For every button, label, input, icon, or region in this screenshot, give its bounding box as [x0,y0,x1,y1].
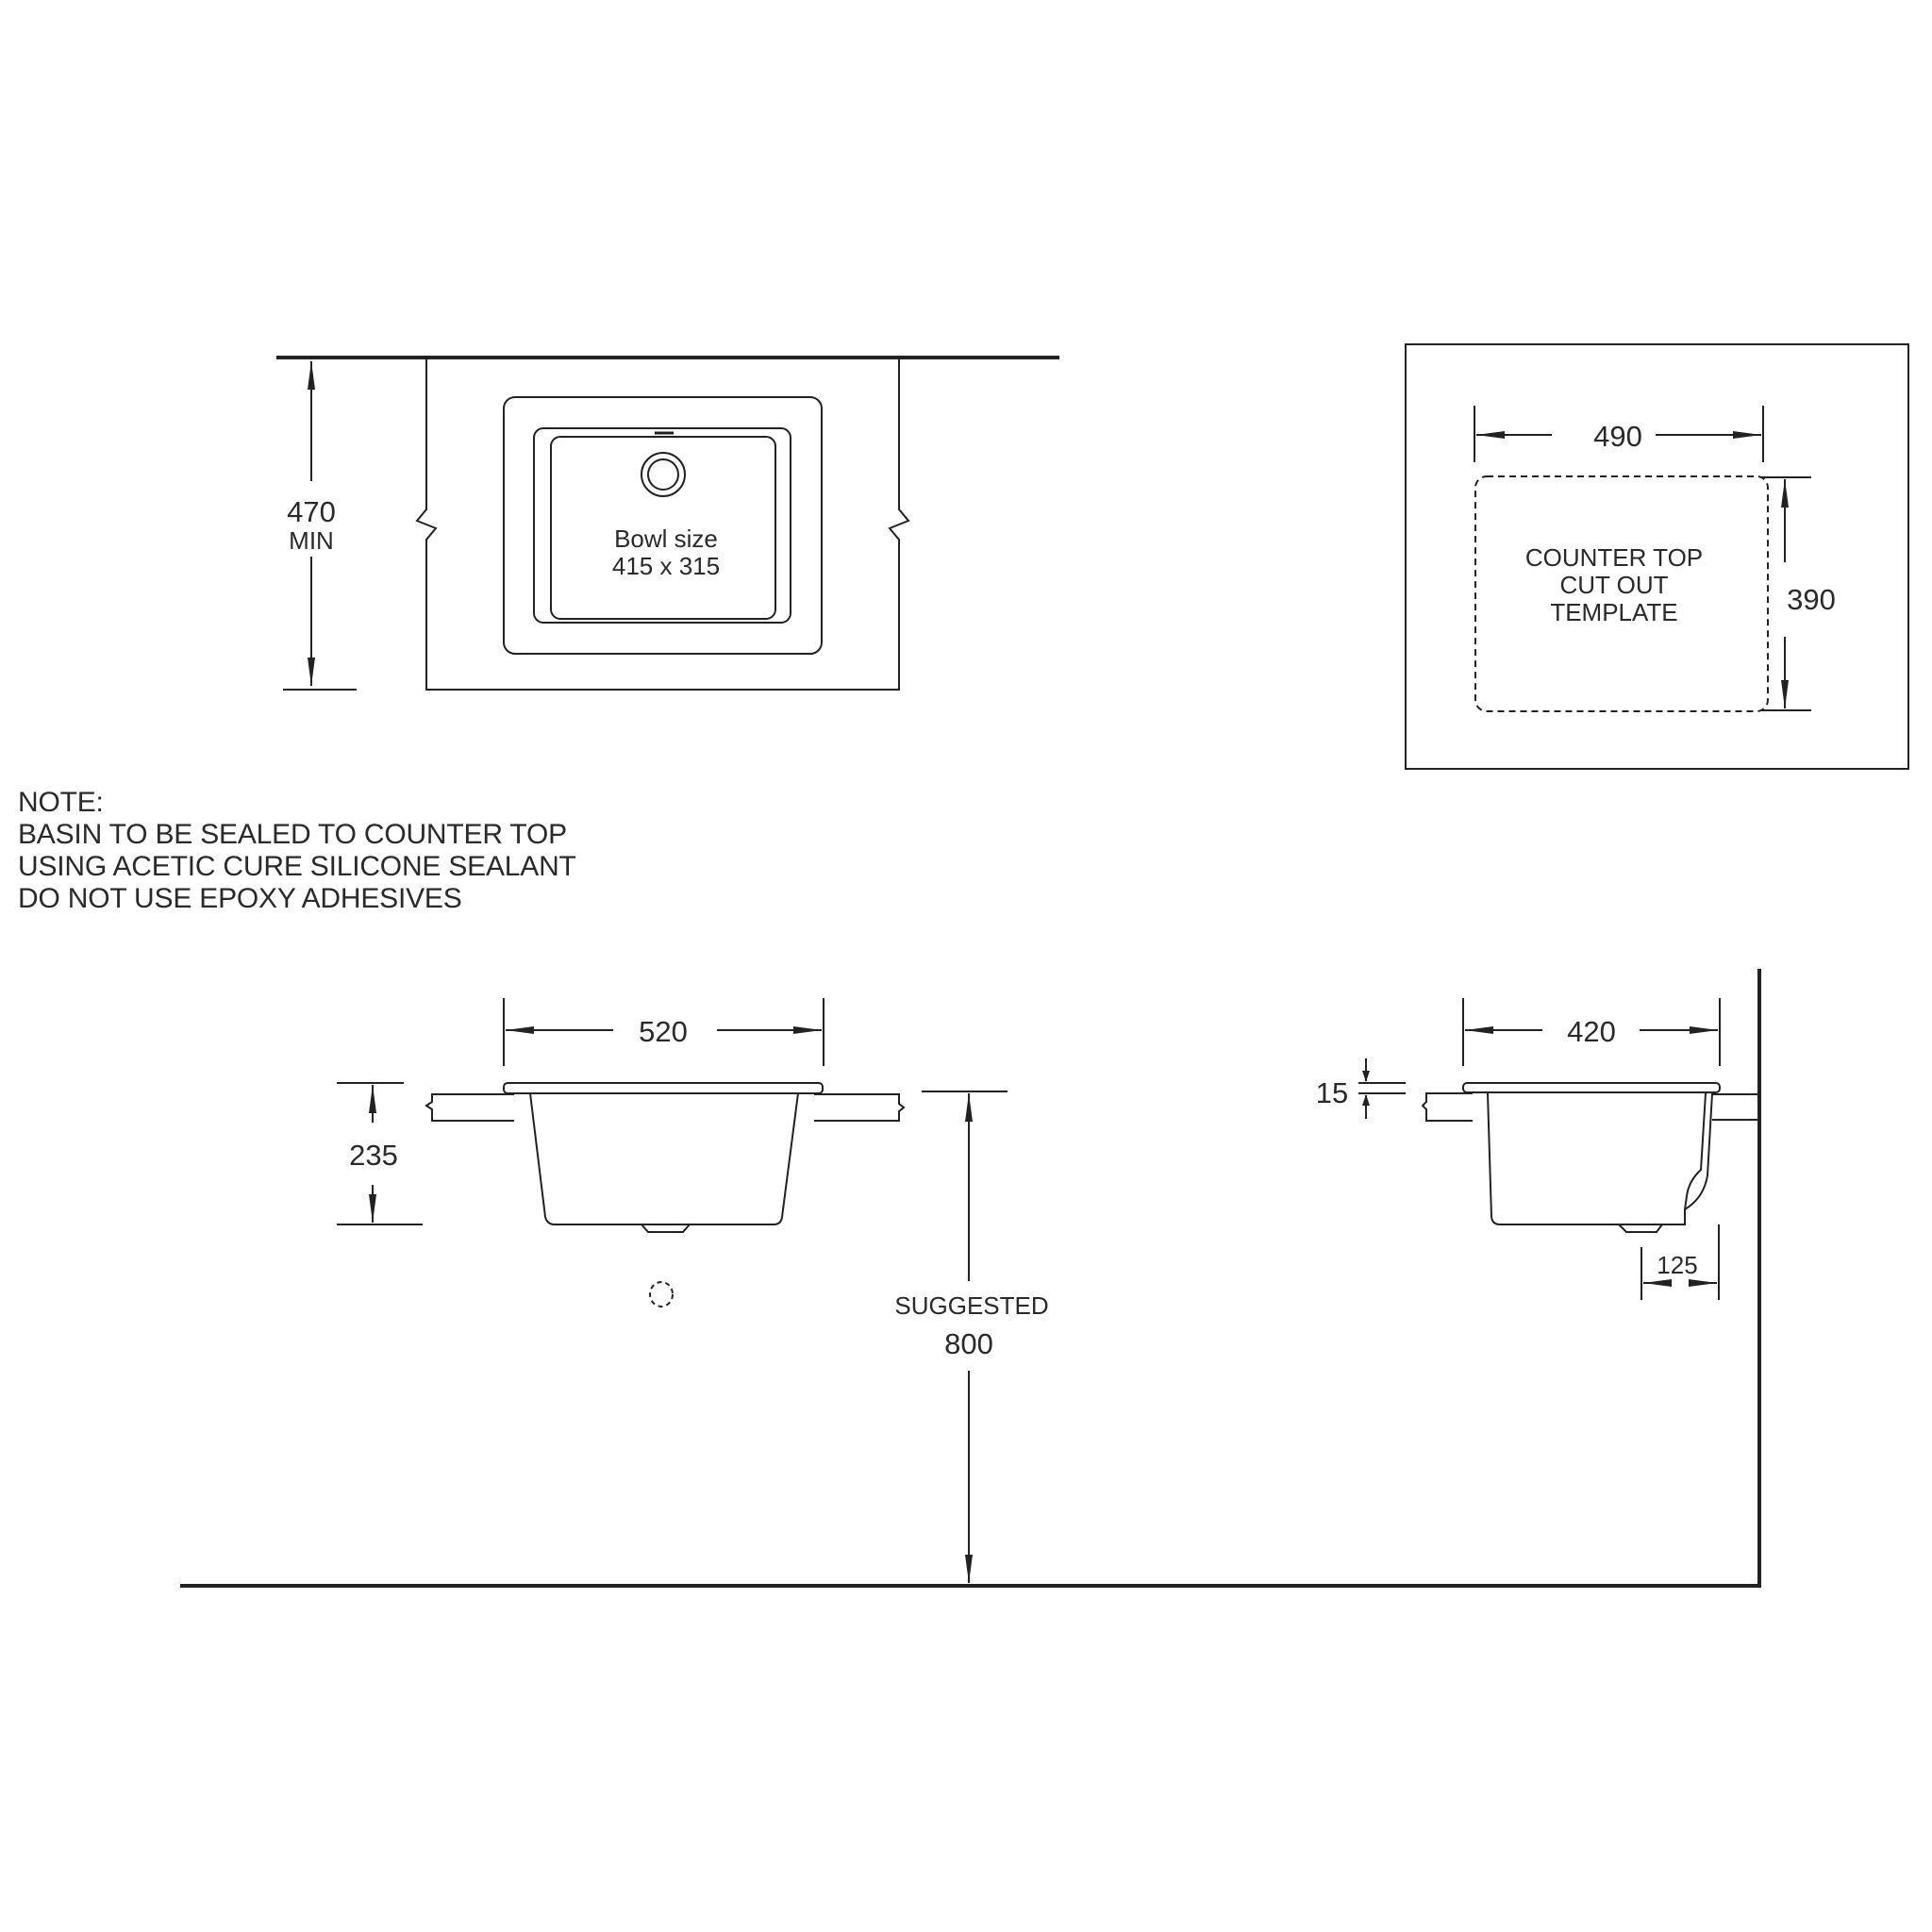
counter-outline [415,358,910,691]
front-counter-right [814,1093,906,1122]
note-line-2: USING ACETIC CURE SILICONE SEALANT [18,851,576,882]
side-rim [1462,1082,1721,1093]
front-width-dim: 520 [639,1015,688,1048]
plan-height-dim-suffix: MIN [289,526,334,555]
side-waste [1618,1224,1663,1233]
trap-indicator [649,1281,674,1307]
plan-view [276,356,1059,691]
drain-outer [641,452,686,497]
note-title: NOTE: [18,787,104,818]
installation-note: NOTE: BASIN TO BE SEALED TO COUNTER TOP … [18,787,576,915]
suggested-height-dim: 800 [944,1327,993,1360]
cutout-outline [1474,475,1769,712]
suggested-height-label: SUGGESTED [894,1291,1048,1320]
cutout-label-line-3: TEMPLATE [1550,598,1677,626]
drain-inner [647,458,679,491]
cutout-label-line-2: CUT OUT [1559,571,1668,599]
note-line-1: BASIN TO BE SEALED TO COUNTER TOP [18,819,567,850]
front-counter-left [425,1093,514,1122]
front-rim [503,1082,824,1094]
rim-thickness-dim: 15 [1316,1076,1348,1109]
cutout-height-dim: 390 [1787,583,1836,616]
side-bowl [1487,1092,1713,1225]
plan-height-dim: 470 [287,495,336,528]
cutout-label-line-1: COUNTER TOP [1525,543,1703,572]
side-counter [1421,1092,1473,1122]
cutout-width-dim: 490 [1593,420,1642,453]
basin-rim [533,427,791,624]
front-depth-dim: 235 [349,1139,398,1172]
template-frame [1405,343,1909,770]
side-elevation [1358,998,1757,1300]
waste-offset-dim: 125 [1657,1251,1697,1279]
note-line-3: DO NOT USE EPOXY ADHESIVES [18,883,462,914]
front-waste [641,1224,691,1233]
basin-bowl [550,436,776,620]
front-elevation [337,998,1008,1583]
side-width-dim: 420 [1567,1015,1616,1048]
bowl-size-value: 415 x 315 [612,552,720,580]
basin-outer [503,396,823,655]
front-bowl [529,1092,799,1225]
bowl-size-label: Bowl size [614,525,718,553]
cutout-template [1405,343,1909,770]
